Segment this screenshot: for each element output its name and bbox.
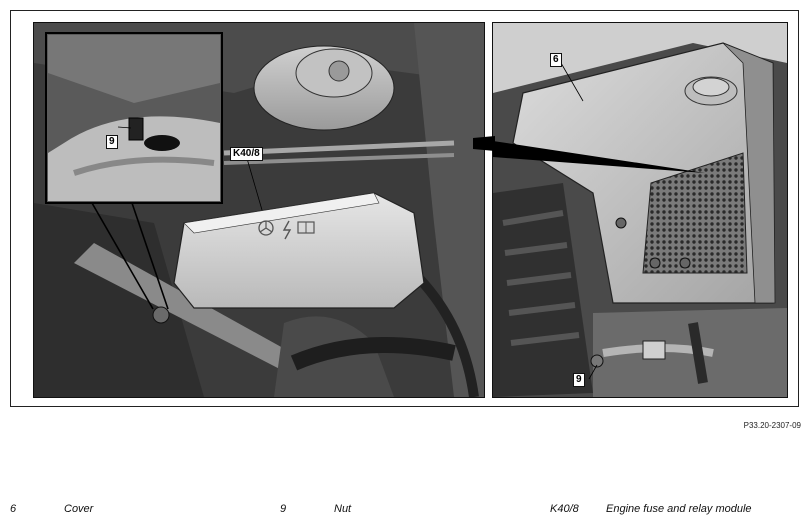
manual-book-icon: [297, 221, 315, 234]
engine-bay-photo-left: [33, 22, 485, 398]
figure-frame: K40/8 9 6 9: [10, 10, 799, 407]
figure-reference-code: P33.20-2307-09: [743, 421, 801, 430]
mercedes-star-icon: [258, 220, 274, 236]
engine-bay-photo-right: [492, 22, 788, 398]
callout-cover: 6: [550, 53, 562, 67]
legend-text-module: Engine fuse and relay module: [606, 503, 752, 515]
callout-fuse-relay-module: K40/8: [230, 147, 263, 161]
legend-num-cover: 6: [10, 503, 17, 515]
lightning-warning-icon: [282, 220, 292, 240]
zoom-connector: [473, 136, 495, 151]
legend-text-nut: Nut: [334, 503, 352, 515]
engine-bay-illustration-right: [493, 23, 787, 397]
engine-bay-illustration-left: [34, 23, 484, 397]
callout-nut-left: 9: [106, 135, 118, 149]
legend-num-nut: 9: [280, 503, 287, 515]
legend-text-cover: Cover: [64, 503, 94, 515]
legend-num-module: K40/8: [550, 503, 579, 515]
callout-nut-right: 9: [573, 373, 585, 387]
cover-mesh: [642, 152, 748, 274]
